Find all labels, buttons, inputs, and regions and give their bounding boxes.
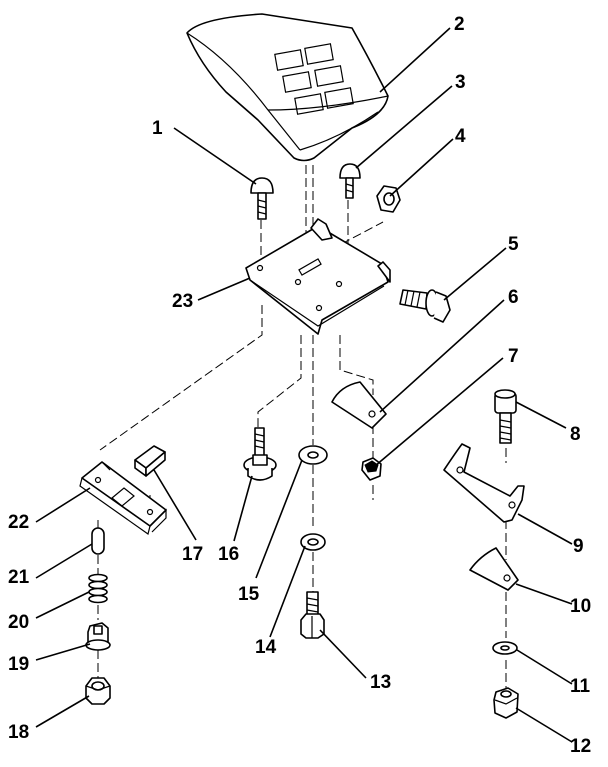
callout-6: 6	[508, 287, 519, 308]
callout-5: 5	[508, 234, 519, 255]
callout-9: 9	[573, 536, 584, 557]
lock-washer	[300, 533, 326, 551]
callout-18: 18	[8, 722, 29, 743]
flange-bolt	[399, 289, 451, 323]
callout-13: 13	[370, 672, 391, 693]
nut-19	[85, 622, 111, 651]
callout-17: 17	[182, 544, 203, 565]
hex-nut-12	[493, 687, 519, 719]
leader-lines	[35, 27, 573, 743]
callout-15: 15	[238, 584, 260, 605]
hex-bolt	[300, 591, 325, 639]
flat-washer-11	[492, 641, 518, 655]
carriage-bolt	[250, 177, 274, 220]
callout-21: 21	[8, 567, 30, 588]
latch-plate	[79, 461, 167, 535]
callout-7: 7	[508, 346, 519, 367]
callout-4: 4	[455, 126, 466, 147]
round-head-bolt	[339, 163, 361, 199]
seat	[186, 13, 389, 162]
callout-11: 11	[570, 676, 591, 697]
callout-23: 23	[172, 291, 193, 312]
callout-1: 1	[152, 118, 163, 139]
nut-18	[85, 677, 111, 705]
callout-8: 8	[570, 424, 581, 445]
callout-10: 10	[570, 596, 591, 617]
callout-19: 19	[8, 654, 29, 675]
shoulder-bolt	[243, 427, 277, 481]
seat-bracket	[443, 443, 525, 523]
callout-14: 14	[255, 637, 277, 658]
mounting-clip	[469, 547, 519, 591]
flat-washer-15	[298, 445, 328, 465]
callout-12: 12	[570, 736, 591, 757]
lock-nut-7	[361, 457, 382, 481]
callout-22: 22	[8, 512, 29, 533]
spring	[88, 573, 108, 604]
callout-16: 16	[218, 544, 239, 565]
callout-2: 2	[454, 14, 465, 35]
callout-labels: 1 2 3 4 5 6 7 8 9 10 11 12 13 14 15 16 1…	[8, 14, 591, 757]
cap-screw	[494, 389, 517, 444]
rubber-block	[134, 445, 166, 477]
callout-20: 20	[8, 612, 29, 633]
callout-3: 3	[455, 72, 466, 93]
pin	[91, 527, 105, 555]
seat-mounting-plate	[245, 218, 391, 335]
bracket-clip	[331, 381, 387, 429]
